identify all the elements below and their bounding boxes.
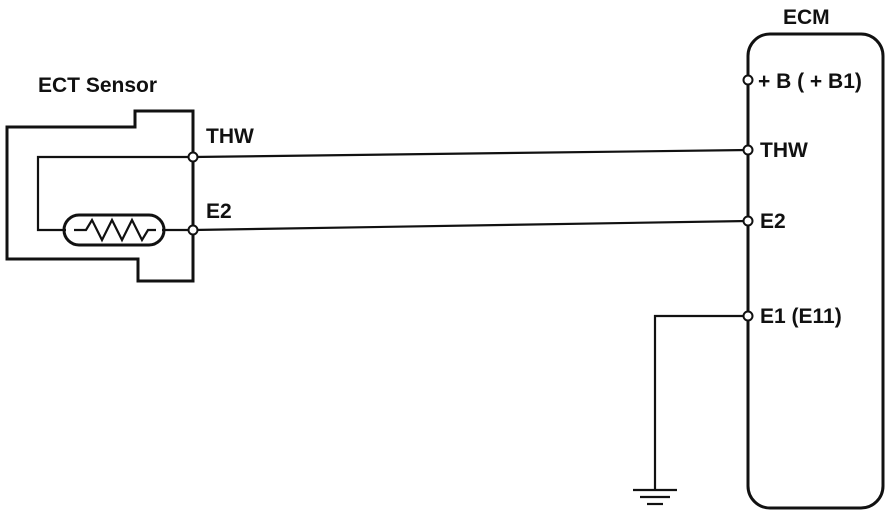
sensor-thw-internal-wire xyxy=(36,155,193,232)
sensor-terminal-thw-label: THW xyxy=(206,125,254,148)
ecm-terminal-e2 xyxy=(742,215,754,227)
ecm-terminal-plus-b-label: + B ( + B1) xyxy=(758,70,862,93)
ecm-terminal-thw-label: THW xyxy=(760,139,808,162)
ecm-terminal-plus-b xyxy=(742,74,754,86)
ecm-terminal-e1-label: E1 (E11) xyxy=(760,305,842,328)
sensor-terminal-e2-label: E2 xyxy=(206,200,232,223)
ecm-terminal-e1 xyxy=(742,310,754,322)
ecm-box xyxy=(746,32,885,510)
thermistor-icon xyxy=(62,213,166,247)
wire-e1-ground xyxy=(653,314,748,490)
ecm-title: ECM xyxy=(783,6,830,29)
sensor-title: ECT Sensor xyxy=(38,74,157,97)
ecm-terminal-thw xyxy=(742,144,754,156)
wire-thw xyxy=(192,148,749,159)
ecm-terminal-e2-label: E2 xyxy=(760,210,786,233)
sensor-housing xyxy=(5,109,195,283)
sensor-terminal-e2 xyxy=(187,224,199,236)
wire-e2 xyxy=(192,219,749,232)
ground-icon xyxy=(633,488,677,506)
sensor-terminal-thw xyxy=(187,151,199,163)
